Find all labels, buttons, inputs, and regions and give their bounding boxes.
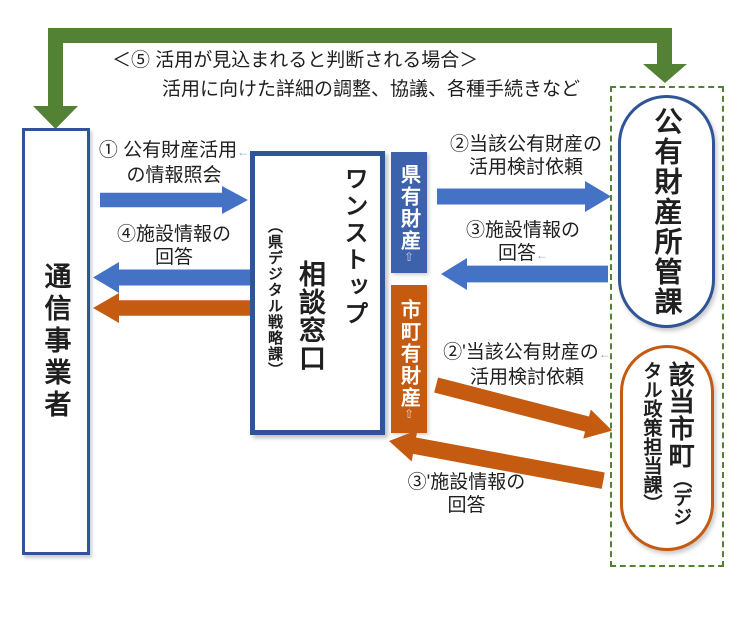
flow2-label: ②当該公有財産の 活用検討依頼 xyxy=(449,134,602,178)
return-mark-icon: ← xyxy=(237,145,250,159)
onestop-box: （県デジタル戦略課） 相談窓口 ワンストップ xyxy=(250,151,385,435)
green-loop-arrowhead-left-icon xyxy=(33,106,78,129)
return-mark-icon: ← xyxy=(598,347,611,361)
step5-note-line1: ＜⑤ 活用が見込まれると判断される場合＞ xyxy=(112,50,479,71)
return-mark-icon: ← xyxy=(536,248,548,262)
municipality-name: 該当市町 xyxy=(665,361,696,469)
anchor-mark-icon: ⇧ xyxy=(403,249,415,264)
property-division-label: 公有財産所管課 xyxy=(651,106,683,317)
flow3p-label: ③'施設情報の 回答 xyxy=(407,472,526,516)
property-division-pill: 公有財産所管課 xyxy=(618,95,715,328)
municipality-pill: 該当市町（デジタル政策担当課） xyxy=(620,345,714,551)
green-loop-arrow-right-stem xyxy=(657,41,672,65)
lane-municipal-property: 市町有財産 ⇧ xyxy=(391,285,427,433)
onestop-subtitle: （県デジタル戦略課） xyxy=(266,218,283,378)
lane-prefectural-label: 県有財産 xyxy=(397,163,420,252)
flow1-arrow-right-icon xyxy=(100,186,248,214)
green-loop-arrowhead-right-icon xyxy=(643,64,687,83)
lane-municipal-label: 市町有財産 xyxy=(397,299,420,409)
onestop-title-col1: ワンストップ xyxy=(340,166,367,328)
green-loop-arrow-bar xyxy=(48,28,672,43)
flow1-label: ① 公有財産活用← の情報照会 xyxy=(98,140,250,186)
onestop-title-col2: 相談窓口 xyxy=(295,260,325,372)
operator-box: 通信事業者 xyxy=(22,128,90,555)
anchor-mark-icon: ⇧ xyxy=(403,407,415,421)
municipality-dept: （デジタル政策担当課） xyxy=(640,361,692,526)
green-loop-arrow-left-stem xyxy=(48,41,63,107)
operator-label: 通信事業者 xyxy=(40,261,71,422)
step5-note-line2: 活用に向けた詳細の調整、協議、各種手続きなど xyxy=(162,79,581,100)
flow2-arrow-right-icon xyxy=(437,181,611,212)
lane-prefectural-property: 県有財産 ⇧ xyxy=(391,152,427,273)
flow4-label: ④施設情報の 回答 xyxy=(116,224,231,268)
flow4-arrow-left-orange-icon xyxy=(93,293,250,323)
flow3-label: ③施設情報の 回答← xyxy=(465,220,580,264)
step5-note: ＜⑤ 活用が見込まれると判断される場合＞ 活用に向けた詳細の調整、協議、各種手続… xyxy=(112,46,580,104)
flow2p-label: ②'当該公有財産の← 活用検討依頼 xyxy=(443,342,611,388)
